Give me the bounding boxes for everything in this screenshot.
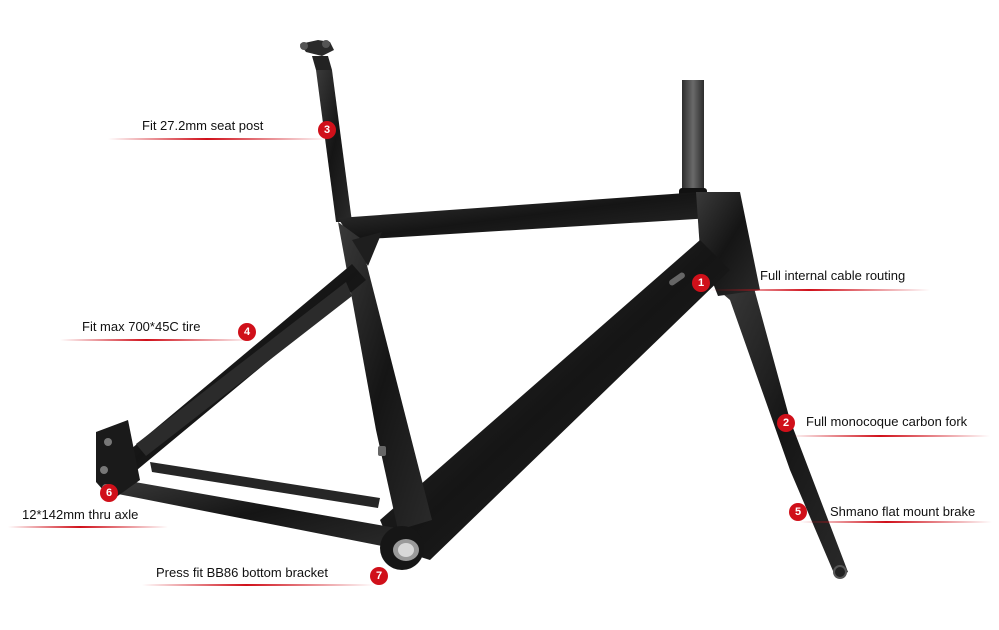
callout-line-6: [8, 526, 168, 528]
callout-marker-1: 1: [692, 274, 710, 292]
callout-marker-2: 2: [777, 414, 795, 432]
fork: [716, 288, 848, 579]
callout-label-seat-post: Fit 27.2mm seat post: [142, 118, 264, 133]
callout-line-5: [800, 521, 992, 523]
callout-label-cable-routing: Full internal cable routing: [760, 268, 906, 283]
callout-label-carbon-fork: Full monocoque carbon fork: [806, 414, 968, 429]
callout-label-thru-axle: 12*142mm thru axle: [22, 507, 139, 522]
callout-line-4: [60, 339, 252, 341]
callout-line-3: [108, 138, 328, 140]
callout-line-2: [790, 435, 990, 437]
callout-line-1: [710, 289, 930, 291]
callout-label-bottom-bracket: Press fit BB86 bottom bracket: [156, 565, 328, 580]
callout-marker-6: 6: [100, 484, 118, 502]
callout-label-tire: Fit max 700*45C tire: [82, 319, 201, 334]
callout-marker-5: 5: [789, 503, 807, 521]
callout-label-brake: Shmano flat mount brake: [830, 504, 976, 519]
main-frame: [96, 192, 760, 570]
callout-line-7: [142, 584, 374, 586]
steerer-tube: [679, 80, 707, 198]
seat-post: [300, 40, 352, 222]
callout-marker-7: 7: [370, 567, 388, 585]
callout-marker-4: 4: [238, 323, 256, 341]
callout-marker-3: 3: [318, 121, 336, 139]
